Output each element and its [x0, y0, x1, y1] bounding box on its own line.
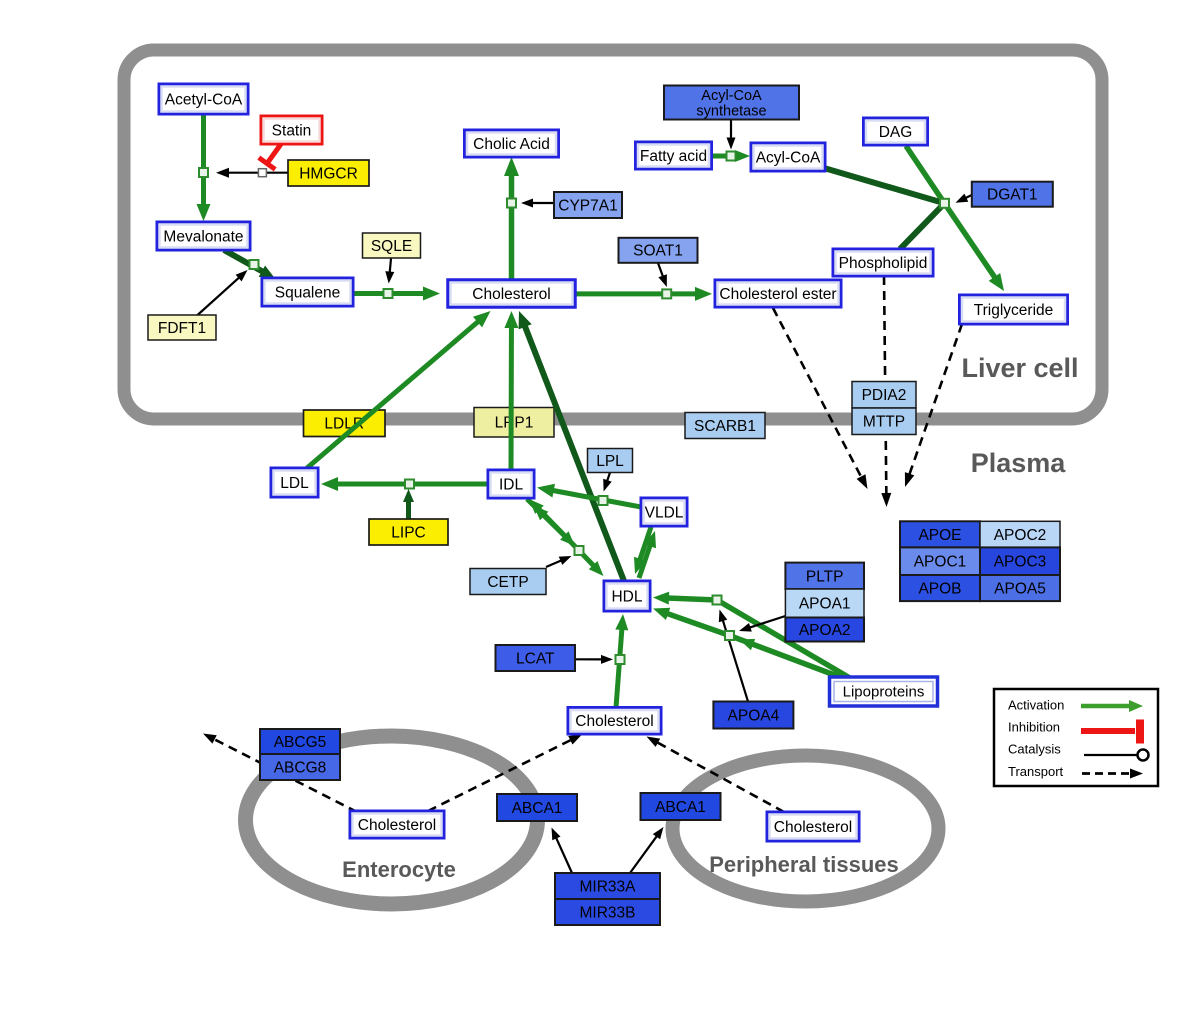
svg-text:Catalysis: Catalysis [1008, 742, 1061, 757]
svg-text:PLTP: PLTP [806, 568, 844, 585]
svg-text:Cholesterol ester: Cholesterol ester [719, 286, 836, 303]
svg-text:APOE: APOE [918, 527, 961, 544]
svg-text:Inhibition: Inhibition [1008, 720, 1060, 735]
svg-text:MIR33B: MIR33B [580, 904, 636, 921]
svg-text:SOAT1: SOAT1 [633, 243, 683, 260]
svg-text:LCAT: LCAT [516, 650, 555, 667]
svg-text:Phospholipid: Phospholipid [839, 255, 928, 272]
svg-text:APOA4: APOA4 [728, 707, 780, 724]
svg-text:Acyl-CoA: Acyl-CoA [701, 88, 762, 104]
svg-text:CETP: CETP [487, 574, 528, 591]
svg-text:Squalene: Squalene [275, 284, 341, 301]
svg-text:Cholesterol: Cholesterol [358, 817, 436, 834]
svg-text:ABCG8: ABCG8 [274, 759, 327, 776]
svg-text:Enterocyte: Enterocyte [342, 857, 456, 882]
svg-text:ABCG5: ABCG5 [274, 734, 327, 751]
svg-text:Cholic Acid: Cholic Acid [473, 136, 550, 153]
svg-text:Cholesterol: Cholesterol [472, 286, 550, 303]
svg-text:MTTP: MTTP [863, 414, 905, 431]
svg-text:DAG: DAG [879, 124, 913, 141]
svg-text:FDFT1: FDFT1 [158, 320, 206, 337]
svg-text:synthetase: synthetase [696, 103, 766, 119]
svg-text:SQLE: SQLE [371, 238, 412, 255]
svg-text:APOC3: APOC3 [994, 554, 1047, 571]
svg-text:APOA1: APOA1 [799, 596, 851, 613]
svg-text:Activation: Activation [1008, 698, 1064, 713]
svg-text:LIPC: LIPC [391, 524, 425, 541]
svg-text:Lipoproteins: Lipoproteins [843, 684, 925, 701]
svg-text:HMGCR: HMGCR [299, 165, 358, 182]
svg-text:APOA2: APOA2 [799, 622, 851, 639]
svg-text:APOA5: APOA5 [994, 581, 1046, 598]
svg-text:CYP7A1: CYP7A1 [558, 197, 617, 214]
svg-text:Liver cell: Liver cell [961, 353, 1078, 383]
svg-text:Mevalonate: Mevalonate [163, 228, 243, 245]
svg-text:ABCA1: ABCA1 [655, 799, 706, 816]
svg-text:VLDL: VLDL [645, 504, 684, 521]
svg-text:DGAT1: DGAT1 [987, 187, 1038, 204]
svg-text:HDL: HDL [611, 588, 642, 605]
svg-text:Acyl-CoA: Acyl-CoA [756, 149, 821, 166]
svg-text:Transport: Transport [1008, 764, 1064, 779]
svg-text:PDIA2: PDIA2 [862, 387, 907, 404]
svg-text:Acetyl-CoA: Acetyl-CoA [165, 91, 243, 108]
svg-text:MIR33A: MIR33A [580, 878, 637, 895]
svg-text:Triglyceride: Triglyceride [974, 302, 1054, 319]
svg-text:Statin: Statin [272, 122, 312, 139]
svg-text:Cholesterol: Cholesterol [774, 819, 852, 836]
svg-text:SCARB1: SCARB1 [694, 418, 756, 435]
svg-text:APOB: APOB [918, 581, 961, 598]
svg-text:IDL: IDL [499, 476, 524, 493]
svg-text:Plasma: Plasma [971, 448, 1067, 478]
svg-text:Peripheral tissues: Peripheral tissues [709, 852, 899, 877]
svg-text:APOC1: APOC1 [914, 554, 967, 571]
svg-text:LDL: LDL [280, 475, 309, 492]
svg-text:APOC2: APOC2 [994, 527, 1047, 544]
svg-text:Fatty acid: Fatty acid [640, 148, 707, 165]
svg-text:Cholesterol: Cholesterol [575, 713, 653, 730]
svg-text:ABCA1: ABCA1 [512, 800, 563, 817]
svg-text:LPL: LPL [596, 453, 624, 470]
svg-text:LRP1: LRP1 [495, 415, 534, 432]
